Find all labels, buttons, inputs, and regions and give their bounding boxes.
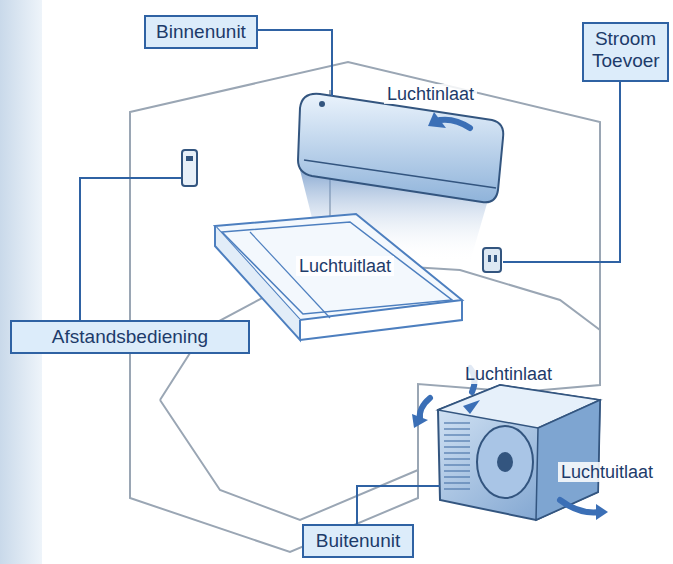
room-outline	[130, 62, 600, 552]
air-label: Luchtuitlaat	[299, 256, 391, 276]
box-text: Binnenunit	[154, 21, 248, 43]
box-text: Stroom Toevoer	[592, 28, 659, 72]
power-outlet	[483, 248, 501, 272]
indoor-unit	[298, 94, 503, 202]
arrow-heads	[412, 112, 608, 520]
outdoor-unit	[438, 385, 600, 520]
label-box: Buitenunit	[302, 524, 414, 558]
box-text: Afstandsbediening	[20, 326, 240, 348]
label-box: Stroom Toevoer	[582, 22, 669, 82]
air-label-holder: Luchtinlaat	[384, 84, 477, 104]
side-strip	[0, 0, 42, 564]
air-label: Luchtinlaat	[465, 364, 552, 384]
air-label: Luchtinlaat	[387, 84, 474, 104]
label-box: Binnenunit	[144, 15, 258, 49]
remote-control	[182, 150, 197, 186]
leader-lines	[80, 30, 620, 524]
air-label-holder: Luchtinlaat	[462, 364, 555, 384]
box-text: Buitenunit	[312, 530, 404, 552]
air-label: Luchtuitlaat	[561, 462, 653, 482]
air-label-holder: Luchtuitlaat	[558, 462, 656, 482]
airflow-arrows	[420, 120, 600, 513]
air-label-holder: Luchtuitlaat	[296, 256, 394, 276]
label-box: Afstandsbediening	[10, 320, 250, 354]
bed	[215, 214, 462, 340]
